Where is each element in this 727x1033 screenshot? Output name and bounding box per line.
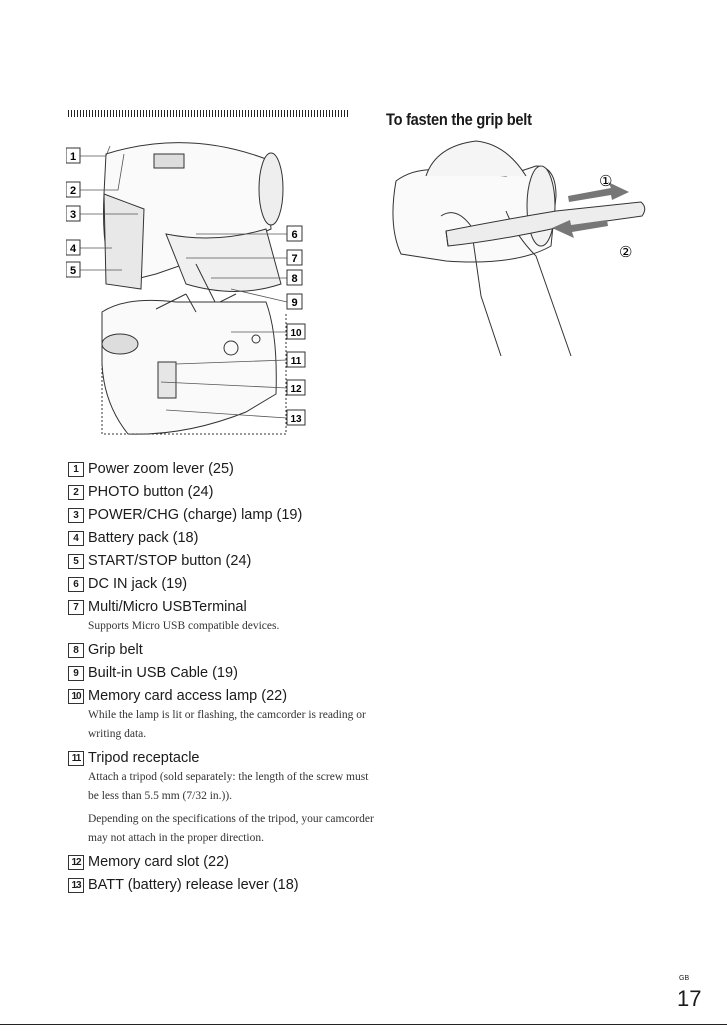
callout-7: 7 (286, 249, 303, 266)
step-marker-2: ② (619, 244, 632, 261)
part-note: While the lamp is lit or flashing, the c… (88, 709, 366, 740)
list-item: 12 Memory card slot (22) (68, 853, 378, 871)
grip-section-title: To fasten the grip belt (386, 110, 532, 129)
part-number-badge: 1 (68, 462, 84, 477)
list-item: 6 DC IN jack (19) (68, 575, 378, 593)
part-number-badge: 7 (68, 600, 84, 615)
svg-text:9: 9 (291, 297, 297, 309)
arrow-2 (552, 220, 608, 238)
callout-10: 10 (286, 323, 306, 340)
callout-13: 13 (286, 409, 306, 426)
callout-5: 5 (66, 261, 81, 278)
part-label: Memory card access lamp (22) (88, 688, 288, 704)
part-label: DC IN jack (19) (88, 576, 188, 592)
bottom-rule (0, 1024, 727, 1025)
list-item: 13 BATT (battery) release lever (18) (68, 876, 378, 894)
page-language-code: GB (679, 975, 690, 982)
callout-6: 6 (286, 225, 303, 242)
part-label: BATT (battery) release lever (18) (88, 877, 299, 893)
list-item: 4 Battery pack (18) (68, 529, 378, 547)
list-item: 11 Tripod receptacle Attach a tripod (so… (68, 749, 378, 848)
svg-text:10: 10 (290, 328, 302, 339)
callout-9: 9 (286, 293, 303, 310)
list-item: 3 POWER/CHG (charge) lamp (19) (68, 506, 378, 524)
part-number-badge: 10 (68, 689, 84, 704)
svg-text:7: 7 (291, 253, 297, 265)
part-note: Supports Micro USB compatible devices. (88, 620, 280, 632)
part-label: Multi/Micro USBTerminal (88, 599, 247, 615)
svg-text:6: 6 (291, 229, 297, 241)
part-label: Tripod receptacle (88, 750, 200, 766)
callout-1: 1 (66, 147, 81, 164)
list-item: 8 Grip belt (68, 641, 378, 659)
part-label: Memory card slot (22) (88, 854, 230, 870)
arrow-1 (568, 182, 629, 202)
part-number-badge: 6 (68, 577, 84, 592)
svg-text:12: 12 (290, 384, 302, 395)
part-number-badge: 12 (68, 855, 84, 870)
svg-text:11: 11 (291, 356, 302, 367)
list-item: 7 Multi/Micro USBTerminal Supports Micro… (68, 598, 378, 636)
part-label: Grip belt (88, 642, 143, 658)
part-note: Attach a tripod (sold separately: the le… (88, 771, 369, 802)
callout-11: 11 (286, 351, 306, 368)
part-label: POWER/CHG (charge) lamp (19) (88, 507, 303, 523)
list-item: 10 Memory card access lamp (22) While th… (68, 687, 378, 744)
part-label: PHOTO button (24) (88, 484, 214, 500)
list-item: 2 PHOTO button (24) (68, 483, 378, 501)
svg-text:8: 8 (291, 273, 297, 285)
callout-4: 4 (66, 239, 81, 256)
part-label: Built-in USB Cable (19) (88, 665, 238, 681)
svg-text:5: 5 (70, 265, 76, 277)
part-number-badge: 3 (68, 508, 84, 523)
part-label: START/STOP button (24) (88, 553, 252, 569)
callout-2: 2 (66, 181, 81, 198)
svg-text:2: 2 (70, 185, 76, 197)
part-number-badge: 13 (68, 878, 84, 893)
svg-text:3: 3 (70, 209, 76, 221)
parts-list: 1 Power zoom lever (25) 2 PHOTO button (… (68, 460, 378, 899)
page-number: 17 (677, 986, 702, 1011)
part-number-badge: 2 (68, 485, 84, 500)
callout-3: 3 (66, 205, 81, 222)
part-label: Battery pack (18) (88, 530, 199, 546)
part-number-badge: 5 (68, 554, 84, 569)
callout-8: 8 (286, 269, 303, 286)
list-item: 9 Built-in USB Cable (19) (68, 664, 378, 682)
list-item: 5 START/STOP button (24) (68, 552, 378, 570)
svg-text:1: 1 (70, 151, 76, 163)
callout-12: 12 (286, 379, 306, 396)
step-marker-1: ① (599, 173, 612, 190)
list-item: 1 Power zoom lever (25) (68, 460, 378, 478)
part-number-badge: 4 (68, 531, 84, 546)
part-number-badge: 9 (68, 666, 84, 681)
part-number-badge: 8 (68, 643, 84, 658)
section-hatch-bar (68, 110, 350, 117)
grip-belt-illustration: ① ② (392, 140, 646, 357)
part-number-badge: 11 (68, 751, 84, 766)
part-label: Power zoom lever (25) (88, 461, 234, 477)
svg-text:13: 13 (290, 414, 302, 425)
callout-markers: 1 2 3 4 5 6 7 8 9 10 11 12 13 (66, 147, 306, 426)
part-note: Depending on the specifications of the t… (88, 813, 374, 844)
svg-text:4: 4 (70, 243, 77, 255)
camcorder-parts-illustration: 1 2 3 4 5 6 7 8 9 10 11 12 13 (66, 142, 306, 435)
